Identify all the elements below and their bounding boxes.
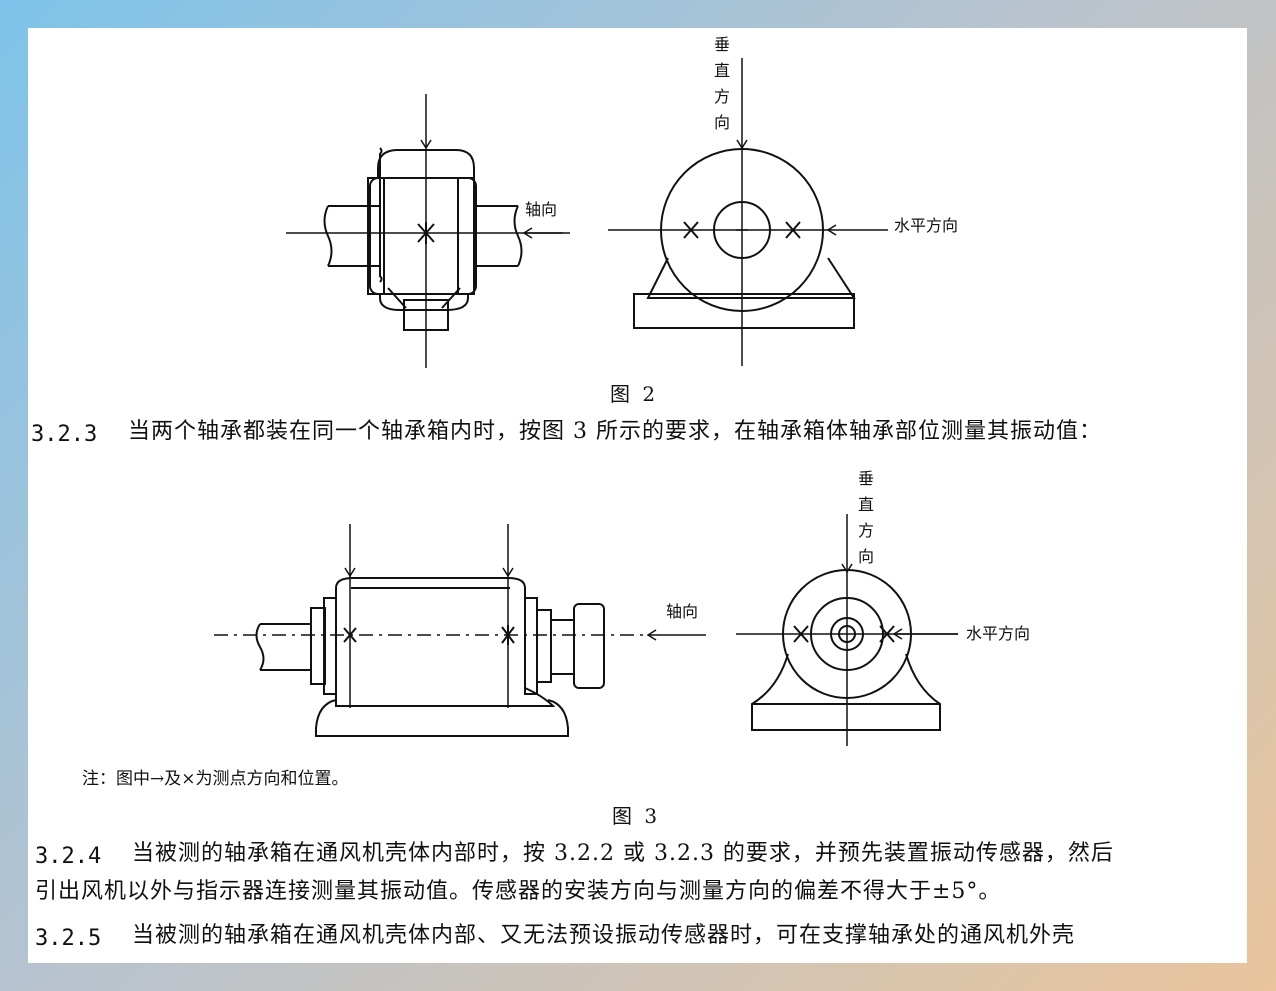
figure2-vertical-label: 垂 直 方 向 bbox=[713, 35, 730, 132]
paragraph-3-2-4-line2: 引出风机以外与指示器连接测量其振动值。传感器的安装方向与测量方向的偏差不得大于±… bbox=[35, 879, 1002, 904]
figure3-note: 注：图中→及×为测点方向和位置。 bbox=[82, 769, 349, 789]
figure3-axial-label: 轴向 bbox=[666, 602, 699, 621]
section-number-3-2-3: 3.2.3 bbox=[31, 422, 98, 447]
paragraph-3-2-3: 当两个轴承都装在同一个轴承箱内时，按图 3 所示的要求，在轴承箱体轴承部位测量其… bbox=[128, 419, 1102, 444]
document-page: 垂 直 方 向 轴向 水平方向 图 2 3.2.3 当两个轴承都装在同一个轴承箱… bbox=[28, 28, 1247, 963]
section-number-3-2-4: 3.2.4 bbox=[35, 844, 102, 869]
figure3-horizontal-label: 水平方向 bbox=[966, 624, 1031, 643]
paragraph-3-2-5: 当被测的轴承箱在通风机壳体内部、又无法预设振动传感器时，可在支撑轴承处的通风机外… bbox=[132, 923, 1076, 948]
figure-2-drawing bbox=[286, 58, 888, 368]
paragraph-3-2-4-line1: 当被测的轴承箱在通风机壳体内部时，按 3.2.2 或 3.2.3 的要求，并预先… bbox=[132, 841, 1114, 866]
figure2-axial-label: 轴向 bbox=[525, 200, 558, 219]
figure3-vertical-label: 垂 直 方 向 bbox=[857, 469, 874, 566]
figure3-caption: 图 3 bbox=[612, 804, 661, 828]
figure2-horizontal-label: 水平方向 bbox=[894, 216, 959, 235]
section-number-3-2-5: 3.2.5 bbox=[35, 926, 102, 951]
figure2-caption: 图 2 bbox=[610, 382, 659, 406]
